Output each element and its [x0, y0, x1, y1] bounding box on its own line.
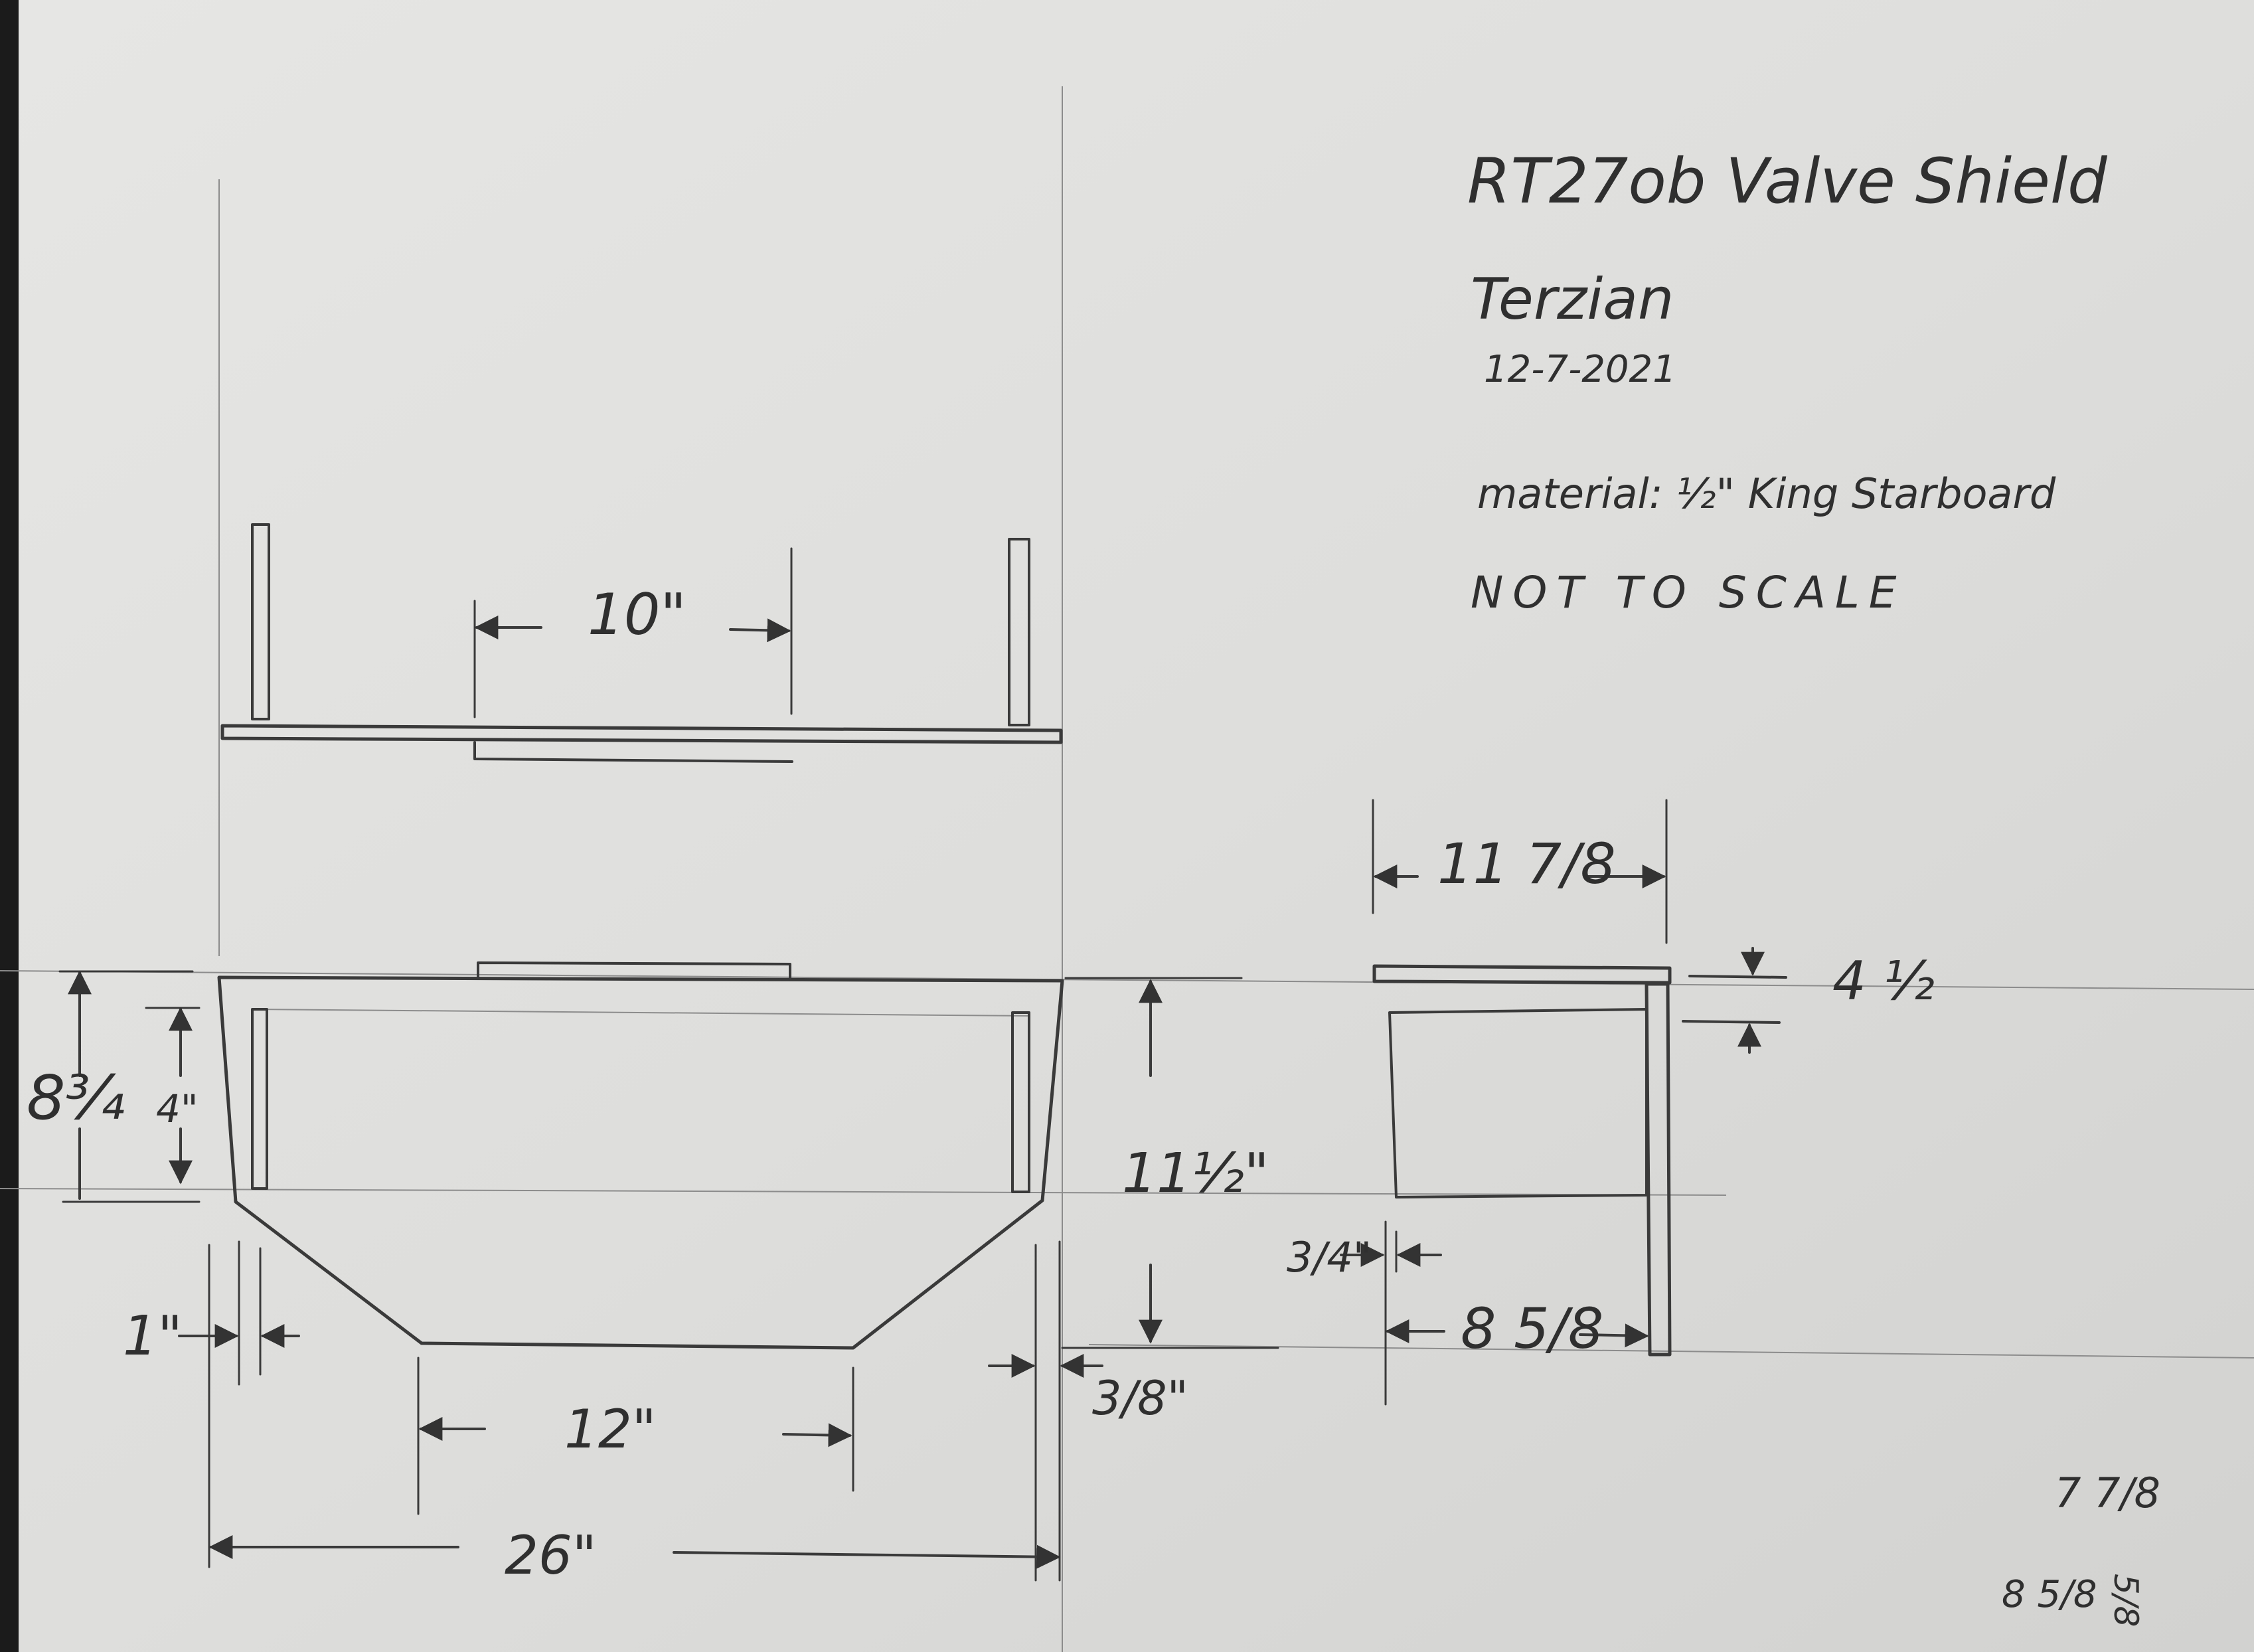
dim-height-right: 11½" — [1122, 1142, 1269, 1205]
margin-note-b: 8 5/8 — [2002, 1573, 2097, 1616]
material-note: material: ½" King Starboard — [1477, 469, 2056, 518]
dim-side-bottom-width: 8 5/8 — [1461, 1296, 1603, 1361]
dim-bottom-width: 12" — [564, 1398, 657, 1460]
dim-right-offset: 3/8" — [1092, 1371, 1188, 1426]
dim-inner-width: 10" — [588, 582, 686, 648]
drawing-date: 12-7-2021 — [1484, 348, 1676, 391]
dim-total-width: 26" — [505, 1525, 597, 1586]
front-view: 8¾ 4" 11½" 1" 12" 3/8" 26" — [27, 961, 1279, 1586]
scale-note: NOT TO SCALE — [1471, 567, 1905, 618]
drawing-title: RT27ob Valve Shield — [1467, 145, 2108, 218]
dim-side-top-width: 11 7/8 — [1437, 831, 1616, 896]
top-view: 10" — [220, 523, 1063, 763]
dim-side-inset: 3/4" — [1287, 1233, 1372, 1281]
margin-note-a: 7 7/8 — [2055, 1469, 2160, 1517]
title-block: RT27ob Valve Shield Terzian 12-7-2021 ma… — [1467, 145, 2108, 618]
margin-notes: 7 7/8 8 5/8 5/8 — [2002, 1469, 2160, 1627]
dim-total-height: 8¾ — [27, 1062, 125, 1133]
construction-lines — [0, 86, 2254, 1652]
drawing-author: Terzian — [1471, 266, 1674, 333]
paper-background — [19, 0, 2254, 1652]
dim-side-thickness: 4 ½ — [1832, 950, 1935, 1012]
dim-upright-height: 4" — [156, 1086, 199, 1131]
dim-left-offset: 1" — [123, 1305, 183, 1368]
margin-note-c: 5/8 — [2107, 1574, 2145, 1627]
side-view: 11 7/8 4 ½ 3/4" 8 5/8 — [1287, 799, 1935, 1406]
